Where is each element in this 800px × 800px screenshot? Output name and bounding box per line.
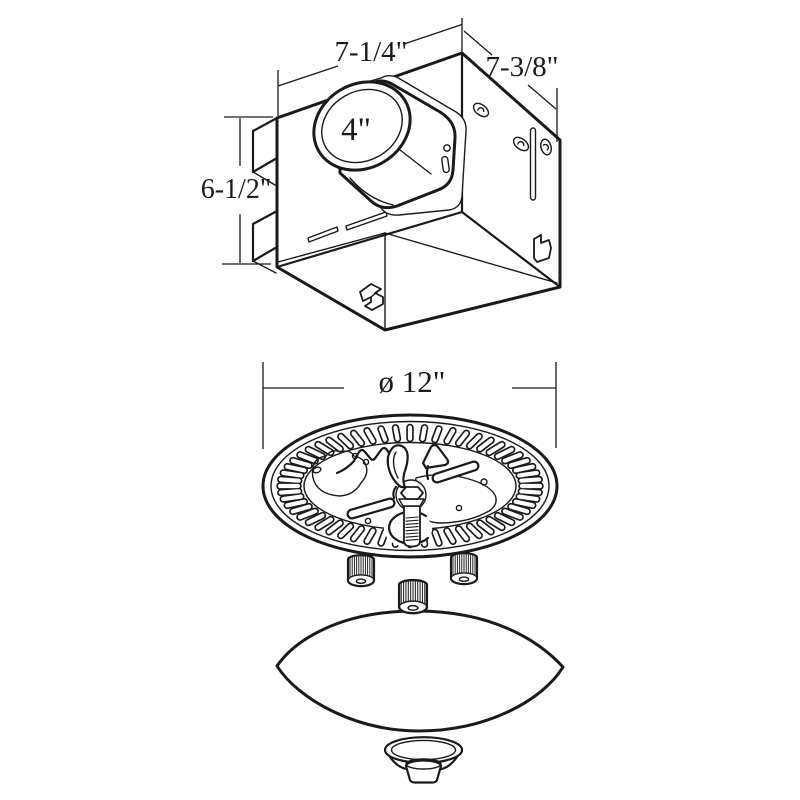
duct-body-bottom-curve (349, 177, 394, 206)
bolt-hex-head (400, 486, 424, 500)
duct-rim-outer (312, 80, 412, 172)
knurled-nut-right (449, 552, 479, 586)
grille-plate: ø 12" (261, 362, 559, 559)
knurled-nut-left (346, 554, 376, 588)
dimension-housing-height: 6-1/2" (201, 116, 273, 265)
duct-body-crease (399, 149, 432, 175)
duct-rim-inner (321, 88, 403, 164)
grille-stadium-slots (346, 460, 480, 520)
right-face-vent-slot (529, 127, 537, 201)
mounting-flange-bottom (251, 209, 279, 274)
grille-diameter-label: ø 12" (379, 364, 446, 399)
grille-center-hardware (335, 443, 450, 548)
finial-neck-right (439, 755, 459, 771)
duct-connector: 4" (312, 75, 467, 216)
housing-height-label: 6-1/2" (201, 174, 272, 205)
housing-depth-label: 7-3/8" (485, 51, 558, 83)
left-wing-cutout (335, 446, 393, 475)
housing-interior-edges (277, 232, 558, 331)
bolt-threads (405, 516, 419, 541)
finial (383, 736, 464, 784)
right-face-tab (533, 234, 552, 263)
grille-outer-ring-inner-line (270, 420, 550, 552)
dimension-grille-diameter: ø 12" (262, 362, 557, 449)
housing-bottom-rim (275, 210, 562, 289)
keyhole-slot-3 (540, 138, 552, 156)
left-face-vent-slots (307, 211, 388, 243)
right-wing-cutout (421, 443, 450, 470)
spring-hook (386, 444, 409, 489)
bottom-bracket-tab (359, 283, 384, 311)
dimension-housing-width: 7-1/4" (277, 18, 463, 116)
center-bolt (398, 486, 425, 548)
knurled-nut-center (397, 578, 429, 615)
finial-knob (404, 759, 443, 784)
keyhole-slot-2 (512, 136, 530, 152)
keyhole-slot-1 (472, 102, 490, 118)
mounting-flange-top (251, 116, 279, 186)
glass-dome (275, 609, 565, 733)
housing-box: 4" 7-1/4" 7-3/8" 6-1/2" (201, 18, 562, 332)
duct-body-hole (443, 144, 451, 152)
duct-body-slot (441, 155, 450, 174)
duct-diameter-label: 4" (341, 112, 371, 148)
finial-knob-top (405, 758, 442, 770)
dimension-housing-depth: 7-3/8" (463, 30, 559, 142)
housing-width-label: 7-1/4" (334, 36, 407, 68)
finial-neck-left (388, 755, 409, 771)
